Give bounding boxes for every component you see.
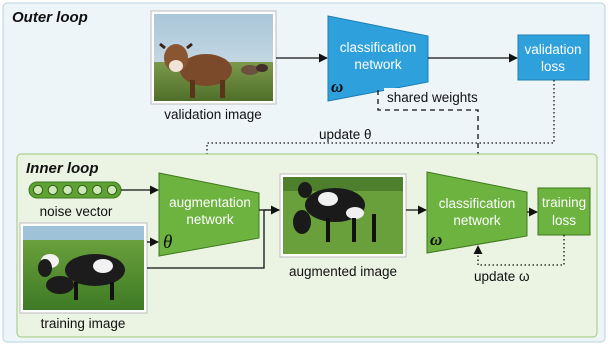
validation-loss-label-2: loss: [541, 59, 565, 74]
validation-loss-label-1: validation: [524, 42, 581, 57]
noise-vector: [28, 181, 122, 199]
noise-vector-label: noise vector: [40, 204, 113, 219]
training-loss-label-2: loss: [552, 213, 576, 228]
shared-weights-label: shared weights: [387, 90, 478, 105]
outer-classification-network: [327, 15, 429, 102]
inner-network-omega: ω: [430, 230, 442, 249]
augmentation-theta: θ: [163, 232, 172, 253]
validation-image-label: validation image: [164, 107, 262, 122]
augmentation-network: [158, 172, 260, 257]
noise-cell: [77, 184, 88, 196]
noise-cell: [106, 184, 118, 196]
noise-cell: [47, 184, 58, 196]
validation-image: [150, 10, 277, 105]
noise-cell: [62, 184, 73, 196]
outer-loop-title: Outer loop: [12, 9, 88, 26]
inner-loop-title: Inner loop: [26, 160, 99, 177]
validation-loss-box: [517, 34, 590, 81]
update-omega-label: update ω: [474, 269, 530, 284]
inner-network-label-1: classification: [439, 196, 516, 211]
shared-weights-link: [377, 90, 479, 178]
training-loss-label-1: training: [542, 195, 586, 210]
outer-network-omega: ω: [331, 77, 343, 96]
training-image: [19, 222, 148, 314]
update-theta-label: update θ: [319, 127, 372, 142]
augmented-image: [279, 173, 407, 258]
training-image-label: training image: [41, 316, 126, 331]
inner-classification-network: [426, 171, 528, 254]
augmentation-network-label-2: network: [186, 212, 234, 227]
inner-network-label-2: network: [453, 213, 501, 228]
noise-cell: [32, 184, 44, 196]
augmentation-network-label-1: augmentation: [169, 195, 251, 210]
noise-cell: [92, 184, 103, 196]
outer-network-label-1: classification: [340, 40, 417, 55]
outer-network-label-2: network: [354, 57, 402, 72]
update-omega-path: [473, 235, 565, 266]
augmented-image-label: augmented image: [289, 264, 397, 279]
